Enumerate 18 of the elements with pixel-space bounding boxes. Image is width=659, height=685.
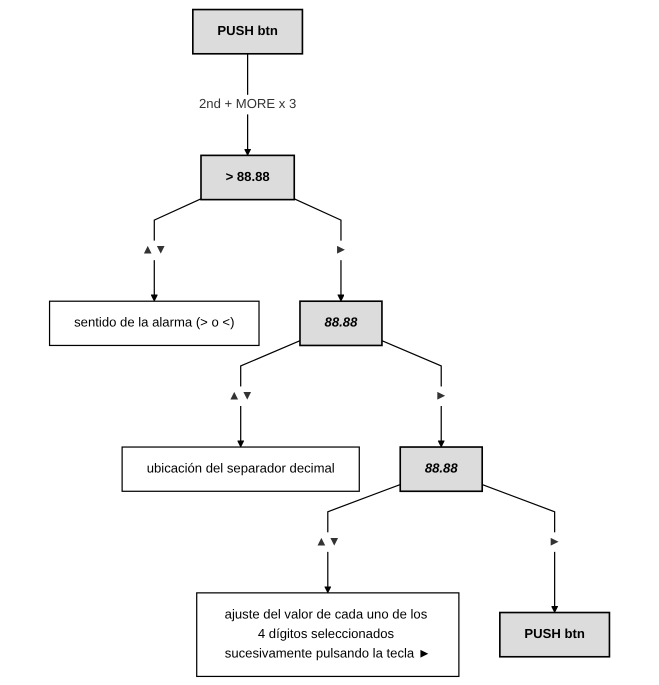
node-box: > 88.88: [200, 154, 296, 200]
node-box: 88.88: [399, 446, 484, 492]
node-box: sentido de la alarma (> o <): [48, 300, 260, 346]
edge-label: ▲▼: [141, 242, 168, 256]
node-box: 88.88: [299, 300, 383, 346]
edge-label: ▲▼: [314, 534, 341, 548]
edge-label: ►: [434, 388, 448, 402]
arrow: [294, 198, 345, 302]
node-box: PUSH btn: [499, 611, 610, 658]
arrow: [482, 483, 558, 612]
arrow: [382, 340, 445, 447]
edge-label: ▲▼: [228, 388, 254, 402]
node-box: PUSH btn: [192, 8, 304, 54]
edge-label: ►: [548, 534, 562, 548]
node-box: ajuste del valor de cada uno de los 4 dígitos seleccionados sucesivamente pulsando la tecla ►: [196, 592, 460, 677]
edge-label: ►: [334, 242, 348, 256]
node-box: ubicación del separador decimal: [122, 446, 360, 492]
edge-label: 2nd + MORE x 3: [198, 96, 296, 111]
